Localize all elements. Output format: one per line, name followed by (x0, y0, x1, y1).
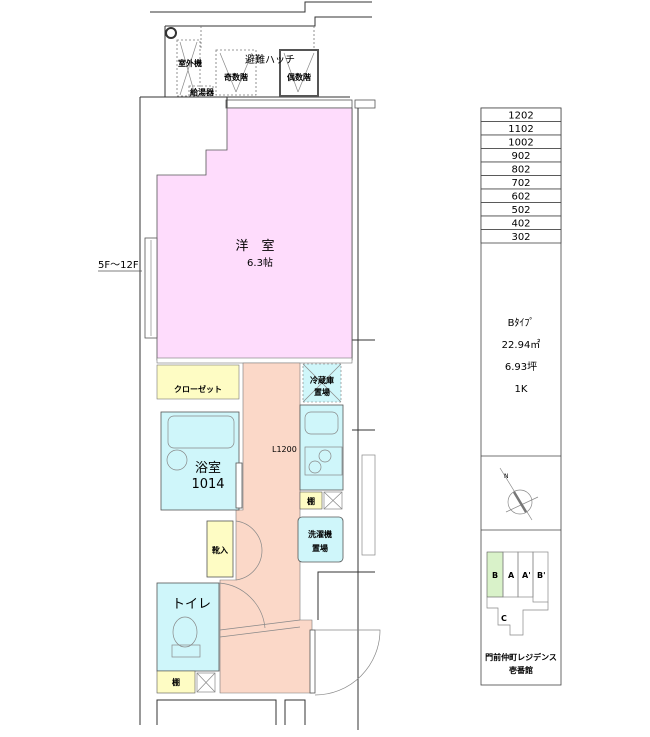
washer-space (297, 516, 344, 563)
sink-icon (304, 411, 339, 435)
unit-type: Bﾀｲﾌﾟ (508, 317, 535, 329)
western-room-label: 洋 室 (235, 238, 274, 254)
unit-number: 902 (511, 151, 530, 162)
unit-number-row (480, 229, 562, 244)
washer-space-label: 洗濯機 (308, 529, 332, 539)
unit-number: 302 (511, 232, 530, 243)
unit-number: 802 (511, 165, 530, 176)
unit-number: 1002 (508, 138, 533, 149)
water-heater-label: 給湯器 (190, 87, 215, 97)
floor-range-label: 5F～12F (98, 260, 139, 271)
unit-number: 1202 (508, 111, 533, 122)
svg-text:置場: 置場 (314, 387, 330, 397)
odd-floor-hatch-label: 奇数階 (224, 72, 248, 82)
unit-number: 502 (511, 205, 530, 216)
closet (156, 364, 240, 400)
bathroom-label: 浴室 (195, 460, 221, 476)
drain-icon (165, 27, 177, 39)
area-tsubo: 6.93坪 (505, 360, 537, 373)
toilet-shelf (156, 670, 196, 694)
svg-text:置場: 置場 (312, 543, 328, 553)
unit-number: 402 (511, 219, 530, 230)
unit-number: 702 (511, 178, 530, 189)
building-sub-name: 壱番館 (509, 665, 533, 675)
svg-text:B': B' (537, 571, 546, 580)
bathroom (160, 411, 240, 511)
kitchen-shelf (299, 491, 323, 510)
stove-icon (304, 446, 343, 476)
svg-text:B: B (492, 571, 498, 580)
svg-text:棚: 棚 (172, 677, 180, 687)
western-room (156, 107, 353, 361)
shoe-box (206, 520, 234, 578)
entrance-door[interactable] (309, 629, 316, 694)
bathroom-size: 1014 (191, 477, 224, 492)
layout-type: 1K (515, 384, 528, 395)
toilet-door-swing (218, 582, 266, 629)
toilet-label: トイレ (172, 597, 211, 612)
area-sqm: 22.94㎡ (502, 339, 541, 351)
bathroom-door (235, 462, 243, 509)
unit-number: 1102 (508, 124, 533, 135)
shoe-box-label: 靴入 (212, 545, 228, 555)
western-room-size: 6.3帖 (247, 256, 273, 269)
building-name: 門前仲町レジデンス (485, 652, 557, 662)
svg-text:A': A' (522, 571, 531, 580)
balcony-window (225, 99, 353, 109)
closet-label: クローゼット (174, 384, 222, 394)
balcony: 室外機 給湯器 奇数階 偶数階 避難ハッチ (150, 1, 376, 109)
outdoor-unit-label: 室外機 (178, 58, 202, 68)
compass-icon: N (499, 467, 539, 521)
even-floor-hatch-label: 偶数階 (287, 72, 311, 82)
entrance-door-swing (314, 629, 381, 696)
fridge-space-label: 冷蔵庫 (310, 375, 334, 385)
svg-text:A: A (508, 571, 515, 580)
svg-text:棚: 棚 (307, 496, 315, 506)
evacuation-hatch-label: 避難ハッチ (245, 53, 295, 66)
kitchen-counter (299, 404, 344, 491)
toilet-icon (172, 616, 198, 648)
key-plan: B A A' B' C 門前仲町レジデンス 壱番館 (485, 551, 557, 675)
svg-text:C: C (501, 614, 507, 623)
unit-number: 602 (511, 192, 530, 203)
kitchen-length-label: L1200 (272, 445, 297, 454)
svg-text:N: N (504, 473, 509, 480)
shoe-box-door-swing (235, 520, 263, 581)
